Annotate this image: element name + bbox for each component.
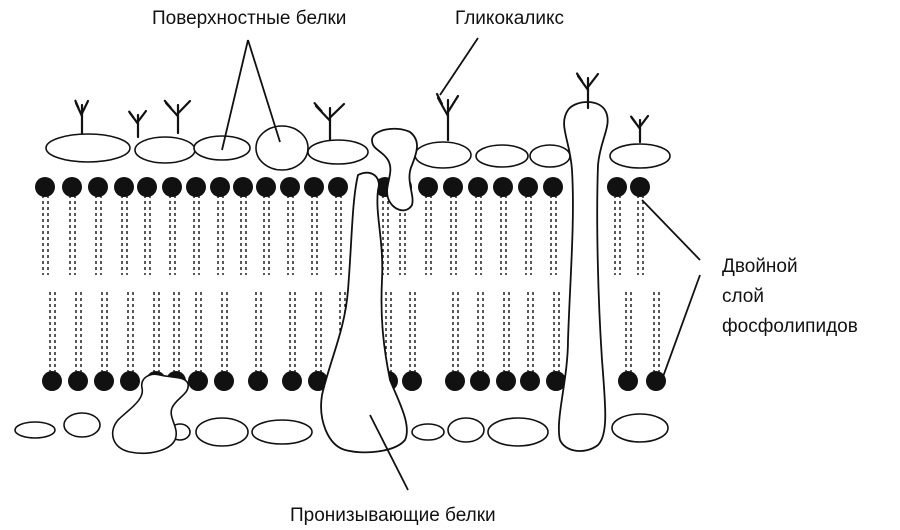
- glycocalyx-label: Гликокаликс: [455, 8, 564, 30]
- lipid-head: [618, 371, 638, 391]
- surface-proteins-label: Поверхностные белки: [152, 8, 346, 30]
- transmembrane-protein-middle: [372, 129, 417, 211]
- glycocalyx-tree: [437, 94, 458, 140]
- lipid-head: [188, 371, 208, 391]
- lipid-head: [186, 177, 206, 197]
- glycocalyx-tree: [315, 103, 344, 140]
- lipid-head: [468, 177, 488, 197]
- lipid-head: [42, 371, 62, 391]
- upper-lipid-heads: [35, 177, 650, 197]
- lipid-head: [607, 177, 627, 197]
- lipid-head: [402, 371, 422, 391]
- lipid-head: [543, 177, 563, 197]
- glycocalyx-tree: [129, 111, 146, 137]
- lipid-head: [630, 177, 650, 197]
- phospholipid-bilayer-label: Двойной слой фосфолипидов: [722, 252, 858, 342]
- lipid-head: [418, 177, 438, 197]
- inner-protein: [64, 413, 100, 437]
- lipid-head: [520, 371, 540, 391]
- lipid-head: [214, 371, 234, 391]
- lipid-head: [646, 371, 666, 391]
- lipid-head: [493, 177, 513, 197]
- inner-protein: [252, 420, 312, 444]
- transmembrane-proteins-label: Пронизывающие белки: [290, 505, 496, 527]
- surface-protein: [46, 134, 130, 162]
- lipid-head: [88, 177, 108, 197]
- lipid-head: [233, 177, 253, 197]
- glycocalyx-branches: [75, 74, 648, 143]
- lipid-head: [256, 177, 276, 197]
- glycocalyx-tree: [165, 101, 190, 133]
- lipid-head: [68, 371, 88, 391]
- lipid-head: [445, 371, 465, 391]
- lipid-head: [94, 371, 114, 391]
- inner-protein: [448, 418, 484, 442]
- lipid-head: [470, 371, 490, 391]
- glycocalyx-tree: [631, 116, 648, 142]
- lipid-head: [518, 177, 538, 197]
- transmembrane-protein-left: [321, 173, 407, 453]
- lipid-head: [137, 177, 157, 197]
- surface-protein: [256, 126, 308, 170]
- surface-protein: [610, 144, 670, 168]
- surface-protein: [530, 145, 570, 167]
- inner-protein: [196, 418, 248, 446]
- lipid-head: [304, 177, 324, 197]
- surface-protein: [135, 137, 195, 163]
- bilayer-label-line-1: Двойной: [722, 252, 858, 282]
- lipid-head: [443, 177, 463, 197]
- lipid-head: [328, 177, 348, 197]
- lipid-head: [62, 177, 82, 197]
- glycocalyx-tree: [75, 101, 88, 133]
- inner-protein: [412, 424, 444, 440]
- lipid-head: [210, 177, 230, 197]
- lipid-head: [35, 177, 55, 197]
- lipid-head: [282, 371, 302, 391]
- inner-protein: [612, 414, 668, 442]
- inner-protein: [488, 418, 548, 446]
- bilayer-label-line-2: слой: [722, 282, 858, 312]
- inner-protein: [15, 422, 55, 438]
- lipid-head: [248, 371, 268, 391]
- lipid-head: [120, 371, 140, 391]
- surface-protein: [415, 142, 471, 168]
- lipid-head: [114, 177, 134, 197]
- lipid-head: [496, 371, 516, 391]
- lipid-head: [162, 177, 182, 197]
- bilayer-label-line-3: фосфолипидов: [722, 312, 858, 342]
- lipid-head: [280, 177, 300, 197]
- surface-protein: [476, 145, 528, 167]
- surface-protein: [308, 140, 368, 164]
